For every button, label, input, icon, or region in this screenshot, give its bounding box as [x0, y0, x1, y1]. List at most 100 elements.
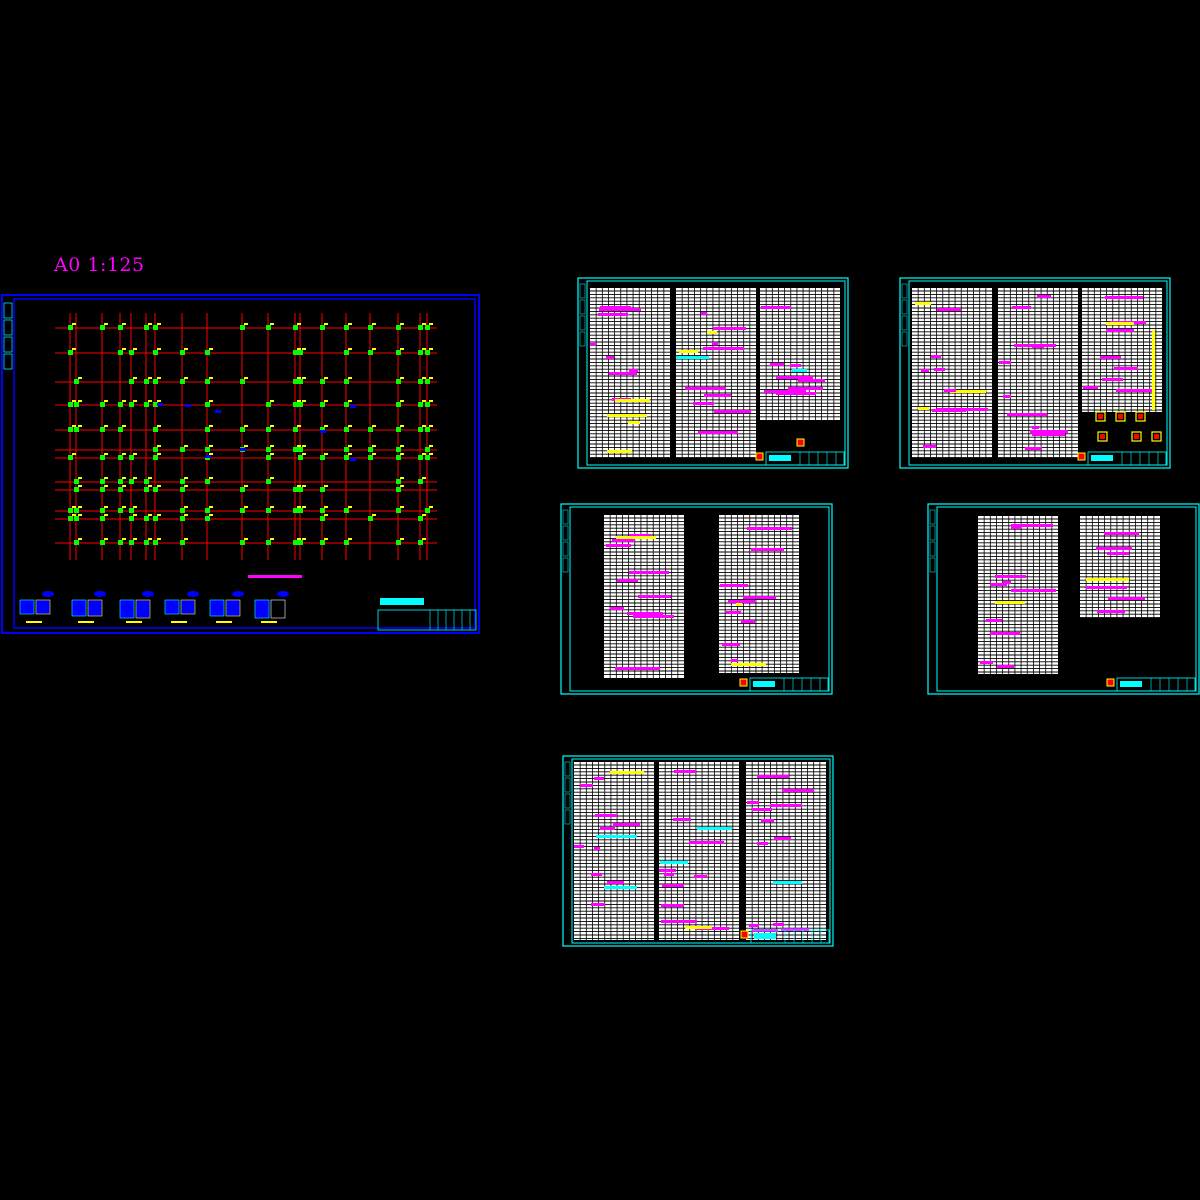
column-marker	[418, 479, 423, 484]
table-sheet-5[interactable]	[562, 755, 834, 947]
table-highlight	[937, 308, 961, 311]
column-marker	[68, 455, 73, 460]
column-marker	[344, 540, 349, 545]
binding-cell	[564, 761, 571, 777]
column-annotation	[320, 430, 326, 433]
table-highlight	[1096, 547, 1132, 550]
sheet-outer-frame	[562, 755, 834, 947]
table-highlight	[1105, 296, 1143, 299]
column-marker	[298, 379, 303, 384]
table-highlight	[752, 929, 778, 932]
column-tag	[400, 425, 404, 427]
column-marker	[320, 427, 325, 432]
table-highlight	[707, 331, 717, 334]
column-tag	[422, 425, 426, 427]
section-detail-cap	[142, 591, 154, 597]
column-marker	[418, 379, 423, 384]
column-tag	[157, 425, 161, 427]
column-tag	[209, 400, 213, 402]
column-schedule-sheets[interactable]	[560, 277, 1200, 947]
sheet-outer-frame	[927, 503, 1200, 695]
table-highlight	[997, 665, 1014, 668]
column-layout-plan-sheet[interactable]	[1, 294, 480, 634]
column-tag	[72, 323, 76, 325]
column-marker	[100, 325, 105, 330]
section-detail-cap	[42, 591, 54, 597]
table-highlight	[607, 414, 647, 417]
table-highlight	[1107, 552, 1129, 555]
column-marker	[129, 516, 134, 521]
column-tag	[400, 477, 404, 479]
section-detail-box	[270, 599, 286, 619]
column-marker	[418, 540, 423, 545]
column-tag	[157, 445, 161, 447]
section-detail-box	[1131, 431, 1142, 442]
sheet-inner-frame	[586, 280, 846, 466]
table-highlight	[757, 842, 768, 845]
table-highlight	[757, 775, 789, 778]
column-marker	[425, 447, 430, 452]
column-marker	[153, 402, 158, 407]
table-sheet-2[interactable]	[899, 277, 1171, 469]
title-block-box	[377, 609, 477, 631]
table-highlight	[776, 392, 816, 395]
column-tag	[72, 400, 76, 402]
table-highlight	[627, 612, 663, 615]
table-highlight	[726, 611, 741, 614]
table-sheet-1[interactable]	[577, 277, 849, 469]
column-tag	[244, 485, 248, 487]
column-tag	[184, 377, 188, 379]
column-marker	[144, 479, 149, 484]
column-marker	[298, 455, 303, 460]
column-marker	[418, 427, 423, 432]
column-tag	[372, 445, 376, 447]
column-tag	[104, 485, 108, 487]
column-tag	[429, 377, 433, 379]
table-body	[574, 762, 654, 940]
column-marker	[320, 455, 325, 460]
column-marker	[396, 350, 401, 355]
table-highlight	[595, 814, 617, 817]
column-tag	[422, 323, 426, 325]
table-body	[978, 516, 1058, 674]
column-tag	[422, 538, 426, 540]
column-marker	[293, 402, 298, 407]
section-detail-label	[261, 621, 277, 623]
section-detail-label	[26, 621, 42, 623]
binding-cell	[3, 336, 13, 353]
column-marker	[144, 516, 149, 521]
title-block-box	[1087, 451, 1167, 466]
section-detail-box	[180, 599, 196, 615]
column-annotation	[350, 458, 356, 461]
table-highlight	[918, 407, 929, 410]
binding-cell	[562, 557, 569, 573]
table-sheet-3[interactable]	[560, 503, 833, 695]
column-marker	[74, 516, 79, 521]
column-tag	[244, 538, 248, 540]
column-tag	[157, 348, 161, 350]
column-tag	[302, 400, 306, 402]
title-block-box	[749, 677, 829, 692]
column-tag	[302, 538, 306, 540]
column-marker	[144, 487, 149, 492]
column-tag	[78, 400, 82, 402]
table-sheet-4[interactable]	[927, 503, 1200, 695]
table-highlight	[720, 584, 748, 587]
schedule-table	[676, 288, 756, 459]
table-highlight	[773, 881, 802, 884]
table-highlight	[790, 364, 801, 367]
plan-binding-strip	[3, 302, 13, 370]
table-highlight	[923, 445, 936, 448]
column-marker	[320, 508, 325, 513]
column-tag	[270, 477, 274, 479]
table-highlight	[629, 571, 669, 574]
column-tag	[324, 506, 328, 508]
column-tag	[297, 425, 301, 427]
column-marker	[68, 402, 73, 407]
schedule-table	[659, 762, 739, 940]
schedule-table	[574, 762, 654, 940]
table-highlight	[674, 770, 696, 773]
column-tag	[429, 445, 433, 447]
column-tag	[148, 477, 152, 479]
